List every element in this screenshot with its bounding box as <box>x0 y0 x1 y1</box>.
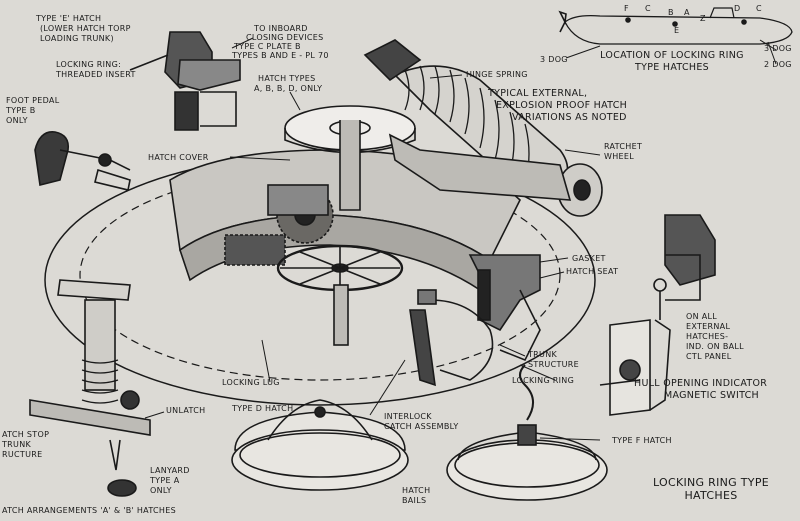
type-e-detail <box>653 214 716 320</box>
label-interlock: INTERLOCK <box>384 412 432 421</box>
title-line-2: HATCHES <box>684 489 738 502</box>
type-d-hatch <box>231 399 409 491</box>
inset-3-dog-left: 3 DOG <box>540 55 568 64</box>
inset-letter-e: E <box>674 26 680 35</box>
magnetic-switch <box>599 319 671 416</box>
type-e-hatch-section <box>129 31 241 131</box>
inset-letter-a: A <box>684 8 690 17</box>
gear-assembly <box>224 184 334 266</box>
label-foot-pedal-only: ONLY <box>6 116 28 125</box>
label-trunk-partial: TRUNK <box>2 440 32 449</box>
label-foot-pedal-type: TYPE B <box>6 106 36 115</box>
label-lanyard: LANYARD <box>150 466 190 475</box>
label-catch-assembly: CATCH ASSEMBLY <box>384 422 459 431</box>
inset-letter-c: C <box>645 4 651 13</box>
label-locking-ring-threaded: LOCKING RING: <box>56 60 122 69</box>
label-hatch-bails-1: HATCH <box>402 486 431 495</box>
label-types-b-and-e: TYPES B AND E - PL 70 <box>232 51 329 60</box>
label-locking-lug: LOCKING LUG <box>222 378 280 387</box>
label-threaded-insert: THREADED INSERT <box>56 70 136 79</box>
label-magnetic-switch: MAGNETIC SWITCH <box>664 390 760 401</box>
label-hatch-types-list: A, B, B, D, ONLY <box>254 84 323 93</box>
inset-3-dog-right: 3 DOG <box>764 44 792 53</box>
label-ratchet: RATCHET <box>604 142 643 151</box>
label-hinge-spring: HINGE SPRING <box>466 70 528 79</box>
label-closing-devices: CLOSING DEVICES <box>246 33 324 42</box>
label-on-all: ON ALL <box>686 312 718 321</box>
label-ructure: RUCTURE <box>2 450 43 459</box>
inset-letter-b: B <box>668 8 674 17</box>
label-arrangements: ATCH ARRANGEMENTS 'A' & 'B' HATCHES <box>2 506 176 515</box>
label-ind-on-ball: IND. ON BALL <box>686 342 744 351</box>
label-hatch-bails-2: BAILS <box>402 496 427 505</box>
label-type-f-hatch: TYPE F HATCH <box>612 436 672 445</box>
trunk-structure <box>409 289 494 387</box>
label-hatch-types: HATCH TYPES <box>258 74 316 83</box>
label-trunk: TRUNK <box>528 350 558 359</box>
inset-letter-d: D <box>734 4 741 13</box>
label-locking-ring: LOCKING RING <box>512 376 575 385</box>
label-type-d-hatch: TYPE D HATCH <box>232 404 294 413</box>
label-type-c-plate-b: TYPE C PLATE B <box>234 42 301 51</box>
inset-letter-z: Z <box>700 14 706 23</box>
label-variations-noted: VARIATIONS AS NOTED <box>512 112 627 123</box>
type-f-hatch <box>446 364 608 501</box>
label-hatch-cover: HATCH COVER <box>148 153 209 162</box>
label-lanyard-only: ONLY <box>150 486 172 495</box>
hatch-cover <box>284 105 416 211</box>
inset-letter-f: F <box>624 4 629 13</box>
inset-caption-2: TYPE HATCHES <box>635 62 709 73</box>
label-wheel: WHEEL <box>604 152 634 161</box>
label-external: EXTERNAL <box>686 322 731 331</box>
inset-caption-1: LOCATION OF LOCKING RING <box>600 50 744 61</box>
label-loading-trunk: LOADING TRUNK) <box>40 34 114 43</box>
latch-assembly <box>29 279 151 497</box>
label-structure: STRUCTURE <box>528 360 580 369</box>
gasket-seat-section <box>468 254 541 362</box>
label-explosion-proof: EXPLOSION PROOF HATCH <box>496 100 628 111</box>
handwheel <box>276 244 404 346</box>
label-latch-stop: ATCH STOP <box>2 430 50 439</box>
label-lanyard-type: TYPE A <box>150 476 180 485</box>
label-unlatch: UNLATCH <box>166 406 206 415</box>
label-hatches: HATCHES- <box>686 332 729 341</box>
label-foot-pedal: FOOT PEDAL <box>6 96 60 105</box>
submarine-inset <box>558 7 793 65</box>
hinge-spring <box>363 39 603 217</box>
inset-2-dog-right: 2 DOG <box>764 60 792 69</box>
label-lower-hatch-torp: (LOWER HATCH TORP <box>40 24 131 33</box>
foot-pedal <box>34 131 131 191</box>
label-type-e-hatch: TYPE 'E' HATCH <box>36 14 102 23</box>
label-to-inboard: TO INBOARD <box>254 24 308 33</box>
label-gasket: GASKET <box>572 254 606 263</box>
inset-letter-c2: C <box>756 4 762 13</box>
label-hatch-seat: HATCH SEAT <box>566 267 619 276</box>
title-line-1: LOCKING RING TYPE <box>652 476 770 489</box>
label-typical-external: TYPICAL EXTERNAL, <box>488 88 588 99</box>
leader-lines <box>144 37 601 441</box>
label-hull-opening-indicator: HULL OPENING INDICATOR <box>634 378 768 389</box>
label-ctl-panel: CTL PANEL <box>686 352 732 361</box>
